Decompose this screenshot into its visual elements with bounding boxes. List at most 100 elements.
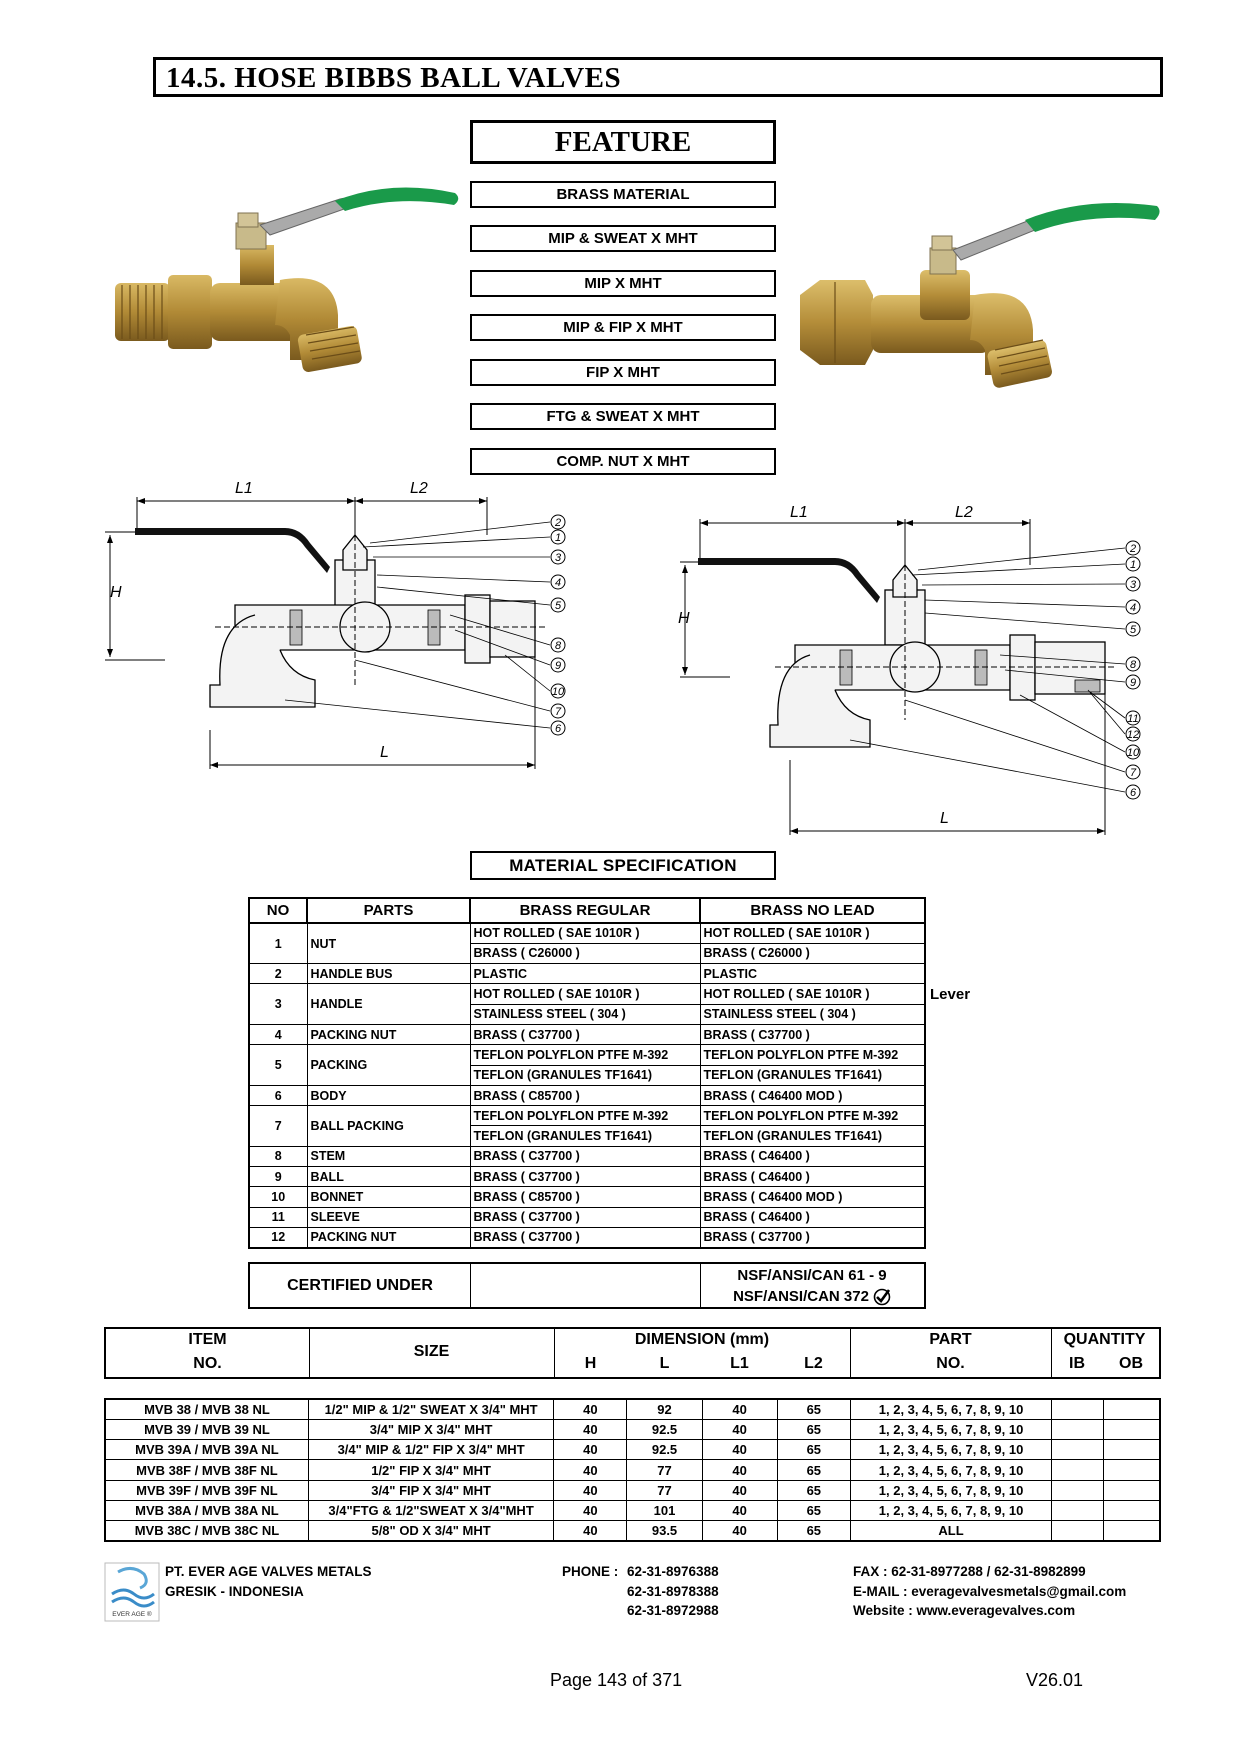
dim-label-l1: L1 (235, 480, 253, 497)
callout-number: 9 (1130, 677, 1136, 689)
phone-number: 62-31-8978388 (627, 1584, 719, 1599)
table-row: BRASS ( C26000 ) BRASS ( C26000 ) (249, 942, 926, 965)
table-row: 1 NUT HOT ROLLED ( SAE 1010R ) HOT ROLLE… (248, 922, 926, 965)
dim-label-l1: L1 (790, 505, 808, 521)
cell-item: MVB 38 / MVB 38 NL (104, 1398, 309, 1420)
callout-number: 5 (555, 600, 562, 612)
cell-l: 92 (626, 1398, 703, 1420)
cell-parts: 1, 2, 3, 4, 5, 6, 7, 8, 9, 10 (849, 1418, 1053, 1441)
cell-quantity-ob (1103, 1520, 1161, 1542)
table-row: 3 HANDLE HOT ROLLED ( SAE 1010R ) HOT RO… (248, 983, 926, 1025)
cell-l: 93.5 (626, 1520, 703, 1542)
column-header: BRASS NO LEAD (699, 897, 926, 924)
cell-quantity-ob (1103, 1398, 1161, 1420)
cell-h: 40 (553, 1499, 628, 1522)
table-row: 9 BALL BRASS ( C37700 ) BRASS ( C46400 ) (248, 1166, 926, 1188)
table-row: STAINLESS STEEL ( 304 ) STAINLESS STEEL … (249, 1003, 926, 1025)
company-name: PT. EVER AGE VALVES METALS (165, 1564, 372, 1579)
callout-number: 9 (555, 660, 561, 672)
cell-l2: 65 (776, 1479, 851, 1501)
cell-quantity-ob (1103, 1459, 1161, 1481)
cell-h: 40 (553, 1398, 628, 1420)
cell-parts: 1, 2, 3, 4, 5, 6, 7, 8, 9, 10 (849, 1499, 1053, 1522)
feature-item: COMP. NUT X MHT (470, 448, 776, 475)
callout-number: 2 (554, 517, 561, 529)
callout-number: 3 (555, 552, 562, 564)
valve-photo-right (800, 203, 1160, 388)
header-ib: IB (1069, 1355, 1085, 1372)
cell-quantity-ib (1051, 1499, 1105, 1522)
cell-l1: 40 (701, 1499, 778, 1522)
certified-standards: NSF/ANSI/CAN 61 - 9 NSF/ANSI/CAN 372 (701, 1264, 923, 1307)
table-row: 7 BALL PACKING TEFLON POLYFLON PTFE M-39… (248, 1105, 926, 1147)
cell-item: MVB 39F / MVB 39F NL (104, 1479, 309, 1501)
callout-number: 4 (555, 577, 561, 589)
cell-size: 3/4" MIP X 3/4" MHT (307, 1418, 555, 1441)
feature-item: FIP X MHT (470, 359, 776, 386)
cell-l: 101 (626, 1499, 703, 1522)
cell-quantity-ib (1051, 1520, 1105, 1542)
phone-label: PHONE : (562, 1564, 619, 1579)
header-size: SIZE (413, 1343, 450, 1360)
table-row: 6 BODY BRASS ( C85700 ) BRASS ( C46400 M… (248, 1084, 926, 1107)
cell-parts: 1, 2, 3, 4, 5, 6, 7, 8, 9, 10 (849, 1459, 1053, 1481)
cell-quantity-ib (1051, 1439, 1105, 1461)
header-dimension: DIMENSION (mm) (634, 1331, 770, 1348)
callout-number: 6 (555, 723, 562, 735)
ever-age-logo: EVER AGE ® (104, 1562, 160, 1622)
column-header: NO (248, 897, 308, 924)
cell-l1: 40 (701, 1479, 778, 1501)
cell-size: 5/8" OD X 3/4" MHT (307, 1520, 555, 1542)
callout-number: 1 (1130, 559, 1136, 571)
callout-number: 1 (555, 532, 561, 544)
feature-item: MIP X MHT (470, 270, 776, 297)
table-header-row: NO PARTS BRASS REGULAR BRASS NO LEAD (248, 897, 926, 924)
company-location: GRESIK - INDONESIA (165, 1584, 304, 1599)
cell-l2: 65 (776, 1459, 851, 1481)
table-row: 4 PACKING NUT BRASS ( C37700 ) BRASS ( C… (248, 1023, 926, 1046)
technical-drawing-left: L1 L2 H L 2 1 3 4 5 8 9 10 7 6 (105, 480, 566, 769)
callout-number: 3 (1130, 579, 1137, 591)
material-spec-table: NO PARTS BRASS REGULAR BRASS NO LEAD 1 N… (248, 897, 926, 1249)
cell-item: MVB 38F / MVB 38F NL (104, 1459, 309, 1481)
table-row: TEFLON (GRANULES TF1641) TEFLON (GRANULE… (249, 1064, 926, 1086)
fax: FAX : 62-31-8977288 / 62-31-8982899 (853, 1564, 1086, 1579)
feature-item: MIP & SWEAT X MHT (470, 225, 776, 252)
cell-quantity-ib (1051, 1398, 1105, 1420)
feature-item: MIP & FIP X MHT (470, 314, 776, 341)
cell-h: 40 (553, 1520, 628, 1542)
dimension-header: ITEM NO. SIZE DIMENSION (mm) H L L1 L2 P… (104, 1327, 1161, 1379)
callout-number: 8 (1130, 659, 1137, 671)
cell-l1: 40 (701, 1520, 778, 1542)
cell-l2: 65 (776, 1418, 851, 1441)
cell-l1: 40 (701, 1439, 778, 1461)
cell-h: 40 (553, 1439, 628, 1461)
logo-text: EVER AGE ® (112, 1610, 152, 1618)
header-quantity: QUANTITY (1063, 1331, 1146, 1348)
cell-quantity-ib (1051, 1459, 1105, 1481)
cell-l1: 40 (701, 1459, 778, 1481)
cell-size: 1/2" MIP & 1/2" SWEAT X 3/4" MHT (307, 1398, 555, 1420)
callout-number: 10 (1127, 747, 1140, 759)
material-spec-heading: MATERIAL SPECIFICATION (470, 851, 776, 880)
cell-item: MVB 38A / MVB 38A NL (104, 1499, 309, 1522)
cell-quantity-ob (1103, 1439, 1161, 1461)
cell-parts: ALL (849, 1520, 1053, 1542)
cell-l: 92.5 (626, 1418, 703, 1441)
header-part: PART (929, 1331, 972, 1348)
callout-number: 10 (552, 686, 565, 698)
header-l1: L1 (730, 1355, 749, 1372)
email: E-MAIL : everagevalvesmetals@gmail.com (853, 1584, 1127, 1599)
header-h: H (584, 1355, 597, 1372)
callout-number: 5 (1130, 624, 1137, 636)
certified-box: CERTIFIED UNDER NSF/ANSI/CAN 61 - 9 NSF/… (248, 1262, 926, 1309)
cell-l2: 65 (776, 1520, 851, 1542)
feature-heading: FEATURE (470, 120, 776, 164)
phone-number: 62-31-8972988 (627, 1603, 719, 1618)
page-number: Page 143 of 371 (550, 1670, 683, 1690)
